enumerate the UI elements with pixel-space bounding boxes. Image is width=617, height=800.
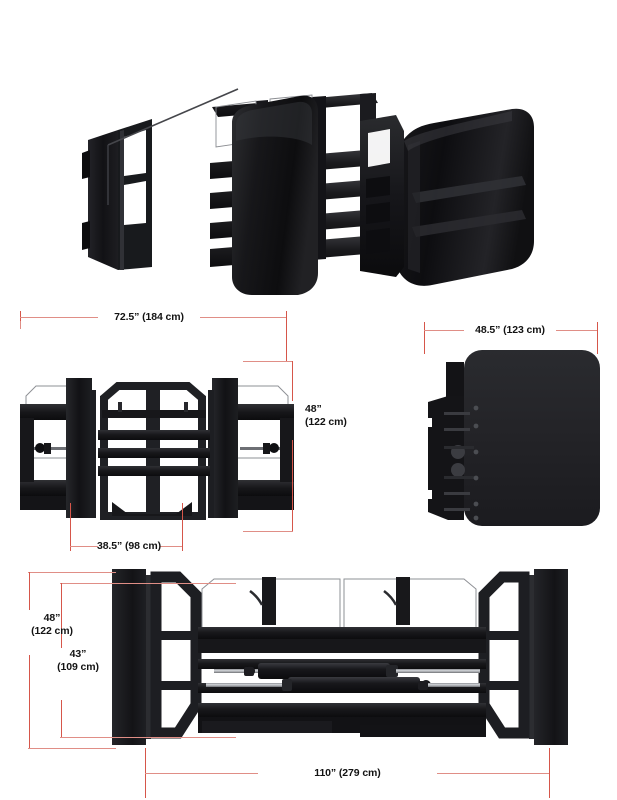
front-inner-ext-right: [182, 503, 183, 551]
rear-oh-line-lower: [29, 655, 30, 748]
front-height-line-upper: [292, 361, 293, 401]
rear-hook-post-left: [262, 577, 276, 625]
rear-crossbar-5: [198, 703, 486, 717]
rear-crossbar-1: [198, 627, 486, 639]
rear-oh-line-upper: [29, 572, 30, 610]
front-inner-line-left: [70, 546, 98, 547]
left-clamp-plate: [232, 95, 318, 295]
quick-attach-mount: [82, 119, 152, 270]
upper-tie-rod: [107, 88, 239, 205]
rear-crossbar-2: [198, 639, 486, 653]
rear-skirt-right: [360, 725, 486, 737]
rear-left-plate: [112, 569, 146, 745]
rear-oh-ext-bottom: [28, 748, 116, 749]
dim-rear-ih-imperial: 43”: [69, 648, 87, 660]
dim-rear-oh-imperial: 48”: [43, 612, 61, 624]
side-depth-ext-left: [424, 322, 425, 354]
dim-front-height-metric: (122 cm): [305, 416, 347, 428]
front-height-line-lower: [292, 440, 293, 531]
front-width-line-right: [200, 317, 286, 318]
front-width-line-left: [20, 317, 98, 318]
front-width-ext-right: [286, 311, 287, 361]
isometric-product-view: [60, 45, 560, 295]
front-height-ext-bottom: [243, 531, 293, 532]
front-right-carriage: [226, 404, 294, 510]
side-quick-attach: [420, 396, 474, 520]
dim-front-inner-width: 38.5” (98 cm): [96, 540, 162, 552]
rear-ih-ext-bottom: [60, 737, 236, 738]
side-clamp-plate: [464, 350, 600, 526]
hydraulic-cylinder-upper: [214, 663, 480, 679]
front-height-ext-top: [243, 361, 293, 362]
front-elevation-svg: [20, 378, 294, 520]
dim-front-height-imperial: 48”: [305, 403, 322, 415]
dim-rear-overall-height: 48”(122 cm): [12, 612, 92, 638]
front-width-ext-left-fade: [20, 321, 21, 329]
rear-guard-outline: [201, 578, 477, 632]
rear-skirt-left: [202, 721, 332, 733]
rear-ih-line-lower: [61, 700, 62, 737]
right-clamp-plate: [390, 108, 534, 286]
dim-rear-oh-metric: (122 cm): [31, 625, 73, 637]
rear-elevation-view: [110, 565, 570, 755]
front-elevation-view: [12, 330, 302, 545]
rear-ow-line-right: [437, 773, 549, 774]
dim-rear-ih-metric: (109 cm): [57, 661, 99, 673]
front-clamp-arms: [66, 378, 238, 518]
hydraulic-cylinder-lower: [206, 677, 480, 693]
front-inner-ext-left: [70, 503, 71, 551]
rear-ih-ext-top: [60, 583, 236, 584]
isometric-product-svg: [82, 88, 534, 295]
side-depth-line-left: [424, 330, 464, 331]
dim-rear-inner-height: 43”(109 cm): [38, 648, 118, 674]
dim-front-width: 72.5” (184 cm): [114, 311, 184, 323]
dim-front-height: 48”(122 cm): [305, 403, 369, 429]
rear-right-plate: [534, 569, 568, 745]
rear-elevation-svg: [112, 569, 568, 745]
dim-rear-overall-width: 110” (279 cm): [314, 767, 381, 779]
side-elevation-svg: [420, 350, 600, 526]
front-inner-line-right: [160, 546, 182, 547]
rear-right-arm: [478, 571, 530, 739]
rear-ow-ext-right: [549, 748, 550, 798]
dim-side-depth: 48.5” (123 cm): [475, 324, 545, 336]
rear-left-arm: [150, 571, 202, 739]
side-elevation-view: [418, 340, 608, 540]
front-width-ext-left: [20, 311, 21, 321]
side-depth-ext-right: [597, 322, 598, 354]
rear-hook-post-right: [396, 577, 410, 625]
side-depth-line-right: [556, 330, 597, 331]
right-arm-pivot: [360, 115, 404, 277]
side-rivet-row: [473, 405, 479, 521]
rear-ow-line-left: [145, 773, 258, 774]
rear-ih-line-upper: [61, 583, 62, 648]
rear-oh-ext-top: [28, 572, 116, 573]
front-center-frame: [98, 382, 210, 520]
